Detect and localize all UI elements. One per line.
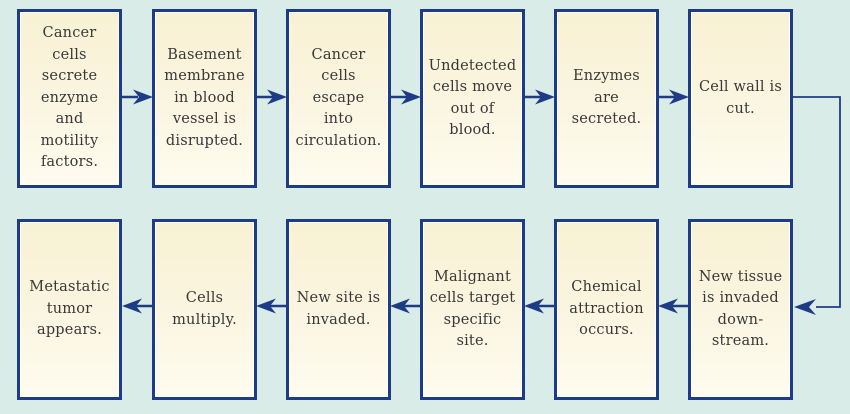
flow-step-10-label: New site is invaded. [296, 290, 381, 328]
arrow-left-icon [658, 298, 689, 314]
flow-step-1: Cancer cells secrete enzyme and motility… [17, 9, 122, 188]
arrow-left-icon [794, 299, 816, 315]
connector-line [793, 96, 841, 315]
arrow-right-icon [121, 89, 153, 105]
flow-step-8-label: Chemical attraction occurs. [569, 279, 644, 339]
arrow-left-icon [524, 298, 555, 314]
arrow-left-icon [390, 298, 421, 314]
arrow-left-icon [256, 298, 287, 314]
flow-step-1-label: Cancer cells secrete enzyme and motility… [40, 25, 99, 171]
arrow-right-icon [256, 89, 287, 105]
flow-step-9: Malignant cells target specific site. [420, 219, 525, 400]
flow-step-4-label: Undetected cells move out of blood. [428, 57, 517, 139]
flow-step-3: Cancer cells escape into circulation. [286, 9, 391, 188]
flow-step-6-label: Cell wall is cut. [699, 79, 782, 117]
flow-step-5-label: Enzymes are secreted. [571, 68, 642, 128]
flow-step-2-label: Basement membrane in blood vessel is dis… [164, 46, 245, 149]
flow-step-2: Basement membrane in blood vessel is dis… [152, 9, 257, 188]
flow-step-12: Metastatic tumor appears. [17, 219, 122, 400]
flow-step-8: Chemical attraction occurs. [554, 219, 659, 400]
flow-step-5: Enzymes are secreted. [554, 9, 659, 188]
arrow-right-icon [524, 89, 555, 105]
flow-step-6: Cell wall is cut. [688, 9, 793, 188]
flow-step-11: Cells multiply. [152, 219, 257, 400]
flow-step-10: New site is invaded. [286, 219, 391, 400]
flow-step-12-label: Metastatic tumor appears. [29, 279, 110, 339]
arrow-right-icon [658, 89, 689, 105]
flow-step-3-label: Cancer cells escape into circulation. [295, 46, 382, 149]
flow-step-7: New tissue is invaded down- stream. [688, 219, 793, 400]
flow-step-4: Undetected cells move out of blood. [420, 9, 525, 188]
flow-step-11-label: Cells multiply. [172, 290, 237, 328]
flow-step-9-label: Malignant cells target specific site. [429, 268, 516, 350]
arrow-right-icon [390, 89, 421, 105]
flow-step-7-label: New tissue is invaded down- stream. [698, 268, 783, 350]
arrow-left-icon [122, 298, 153, 314]
